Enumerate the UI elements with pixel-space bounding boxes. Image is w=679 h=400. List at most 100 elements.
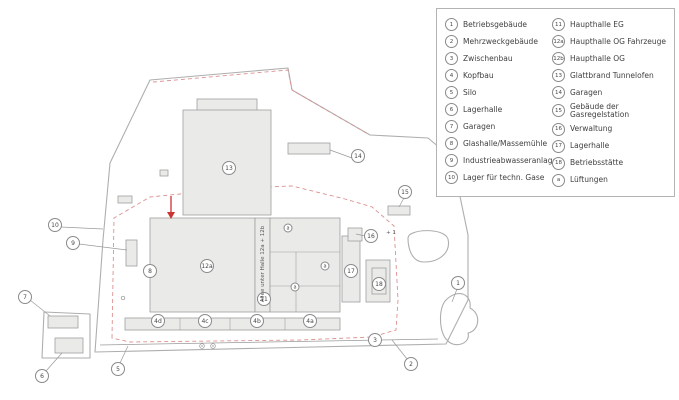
plan-marker-label: 12a	[201, 262, 213, 270]
legend-item: a Lüftungen	[552, 173, 667, 187]
plan-marker: 8	[143, 264, 157, 278]
plan-marker: 13	[222, 161, 236, 175]
legend-item: 5 Silo	[445, 86, 547, 99]
plan-marker-label: 17	[347, 267, 355, 275]
legend-item: 11 Haupthalle EG	[552, 18, 667, 31]
legend-item-label: Haupthalle OG	[570, 53, 625, 63]
plan-marker-label: 2	[409, 360, 413, 368]
plan-marker: 4b	[250, 314, 264, 328]
plan-marker-label: 10	[51, 221, 59, 229]
plan-marker-label: 6	[40, 372, 44, 380]
plan-marker: 14	[351, 149, 365, 163]
plan-marker-label: 13	[225, 164, 233, 172]
legend-item-label: Haupthalle EG	[570, 19, 624, 29]
legend-item-number: 6	[445, 103, 458, 116]
plan-marker: 4a	[303, 314, 317, 328]
legend-item-number: a	[552, 173, 565, 187]
plan-marker: 2	[404, 357, 418, 371]
legend-item-number: 17	[552, 139, 565, 153]
plan-marker-label: 18	[375, 280, 383, 288]
legend-item: 12a Haupthalle OG Fahrzeuge	[552, 35, 667, 48]
legend-item: 10 Lager für techn. Gase	[445, 171, 547, 184]
legend-item-number: 11	[552, 18, 565, 31]
plan-marker: 16	[364, 229, 378, 243]
dashed-route-group	[111, 69, 399, 343]
legend-item: 7 Garagen	[445, 120, 547, 133]
legend-item-number: 9	[445, 154, 458, 167]
plan-marker-label: 7	[23, 293, 27, 301]
legend-item-label: Industrieabwasseranlage	[463, 155, 558, 165]
legend-item-label: Betriebsgebäude	[463, 19, 528, 29]
plan-marker-label: 11	[260, 295, 268, 303]
legend-item-label: Glattbrand Tunnelofen	[570, 70, 654, 80]
legend-item-number: 10	[445, 171, 458, 184]
legend-item-number: 14	[552, 86, 565, 99]
legend-item: 8 Glashalle/Massemühle	[445, 137, 547, 150]
plan-marker-label: 4b	[253, 317, 261, 325]
legend-item-number: 12a	[552, 35, 565, 48]
legend-item: 18 Betriebsstätte	[552, 156, 667, 170]
legend-column-2: 11 Haupthalle EG 12a Haupthalle OG Fahrz…	[552, 18, 667, 187]
legend-item: 4 Kopfbau	[445, 69, 547, 82]
legend-item-number: 5	[445, 86, 458, 99]
plan-marker-label: 4a	[306, 317, 314, 325]
legend-item-number: 2	[445, 35, 458, 48]
plan-marker: a	[290, 282, 300, 292]
legend-item-label: Betriebsstätte	[570, 158, 624, 168]
legend-item-number: 12b	[552, 52, 565, 65]
plan-marker: a	[283, 223, 293, 233]
legend-item-label: Lagerhalle	[463, 104, 503, 114]
legend-item: 16 Verwaltung	[552, 122, 667, 136]
plan-marker-label: 16	[367, 232, 375, 240]
plan-marker-label: 14	[354, 152, 362, 160]
plan-marker: 3	[368, 333, 382, 347]
legend-item-label: Kopfbau	[463, 70, 494, 80]
legend-item-label: Silo	[463, 87, 477, 97]
plan-marker: 12a	[200, 259, 214, 273]
plan-marker: 7	[18, 290, 32, 304]
legend-item-number: 13	[552, 69, 565, 82]
plan-marker-label: 5	[116, 365, 120, 373]
legend-item-label: Lager für techn. Gase	[463, 172, 545, 182]
plan-marker: 11	[257, 292, 271, 306]
legend-item-label: Haupthalle OG Fahrzeuge	[570, 36, 667, 46]
legend-item-number: 18	[552, 156, 565, 170]
plan-annotation: Allee unter Halle 12a + 12b	[260, 225, 266, 303]
plan-marker-label: 15	[401, 188, 409, 196]
legend-item: 13 Glattbrand Tunnelofen	[552, 69, 667, 82]
legend-item: 12b Haupthalle OG	[552, 52, 667, 65]
legend-item-label: Garagen	[463, 121, 496, 131]
legend-item-number: 15	[552, 104, 565, 118]
plan-marker-label: 9	[71, 239, 75, 247]
legend-item-label: Lagerhalle	[570, 141, 610, 151]
legend-item-label: Verwaltung	[570, 124, 613, 134]
plan-marker-label: 4c	[201, 317, 209, 325]
legend-item-label: Gebäude der Gasregelstation	[570, 102, 630, 119]
legend-item: 3 Zwischenbau	[445, 52, 547, 65]
plan-marker-label: 4d	[154, 317, 162, 325]
legend-item: 1 Betriebsgebäude	[445, 18, 547, 31]
plan-marker: 9	[66, 236, 80, 250]
plan-marker: 4c	[198, 314, 212, 328]
plan-marker: 18	[372, 277, 386, 291]
legend-item-number: 4	[445, 69, 458, 82]
plan-marker: 15	[398, 185, 412, 199]
legend-item-label: Garagen	[570, 87, 603, 97]
legend-item: 15 Gebäude der Gasregelstation	[552, 103, 667, 119]
plan-marker-label: a	[293, 284, 297, 290]
legend-item-number: 3	[445, 52, 458, 65]
legend: 1 Betriebsgebäude 2 Mehrzweckgebäude 3 Z…	[436, 8, 675, 197]
plan-marker: a	[320, 261, 330, 271]
plan-marker: 10	[48, 218, 62, 232]
red-arrow-icon	[167, 196, 175, 219]
plan-marker-label: 3	[373, 336, 377, 344]
buildings-group	[47, 98, 411, 354]
legend-item: 2 Mehrzweckgebäude	[445, 35, 547, 48]
legend-item-label: Glashalle/Massemühle	[463, 138, 548, 148]
plan-marker: 6	[35, 369, 49, 383]
legend-item-number: 16	[552, 122, 565, 136]
